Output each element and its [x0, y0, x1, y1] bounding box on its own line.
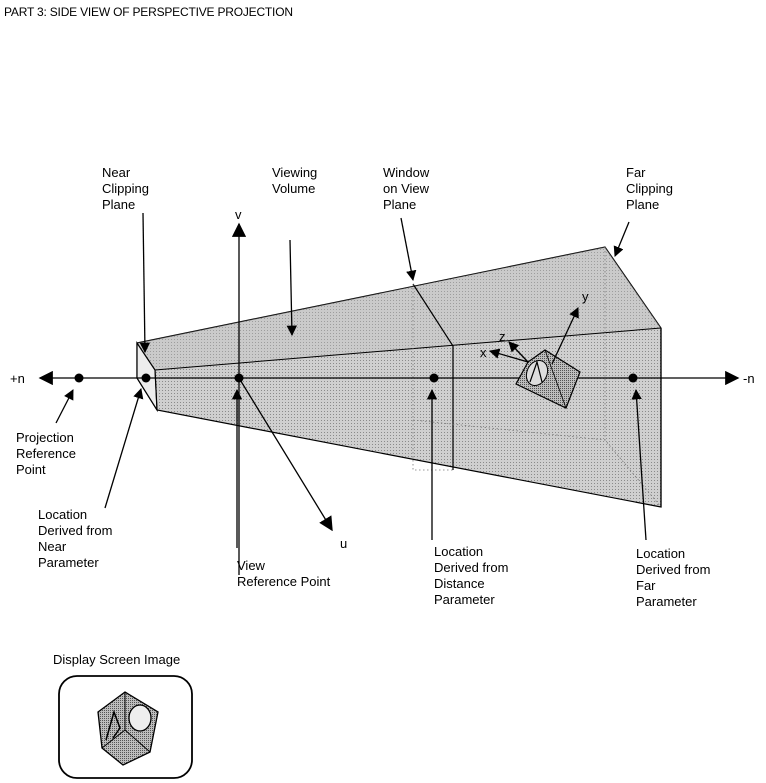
- cube-letter-a: [529, 359, 543, 383]
- screen-cube-letter: [105, 709, 121, 741]
- view-reference-point: [234, 373, 244, 383]
- viewing-volume: [136, 246, 662, 508]
- display-screen: Display Screen Image: [53, 652, 193, 779]
- location-near-label: Location Derived from Near Parameter: [38, 507, 116, 570]
- bottom-hidden-edge: [412, 419, 606, 441]
- u-axis-line: [238, 377, 333, 532]
- location-distance-label: Location Derived from Distance Parameter: [434, 544, 512, 607]
- u-axis: u: [238, 377, 347, 551]
- far-location-point: [628, 373, 638, 383]
- object-y-axis: [551, 307, 579, 365]
- object-y-label: y: [582, 289, 589, 304]
- near-location-point: [141, 373, 151, 383]
- projection-reference-point: [74, 373, 84, 383]
- label-pointers: [55, 212, 647, 548]
- minus-n-label: -n: [743, 371, 755, 386]
- viewing-volume-label: Viewing Volume: [272, 165, 321, 196]
- window-pointer: [400, 217, 417, 282]
- far-clipping-plane-label: Far Clipping Plane: [626, 165, 677, 212]
- window-on-view-plane: [412, 283, 454, 470]
- object-x-label: x: [480, 345, 487, 360]
- axis-points: [74, 373, 638, 383]
- distance-location-point: [429, 373, 439, 383]
- object-cube: y z x: [480, 289, 589, 409]
- near-location-pointer: [104, 388, 144, 509]
- frustum-top-face: [137, 247, 661, 370]
- screen-cube-circle: [128, 704, 152, 732]
- window-on-view-plane-label: Window on View Plane: [383, 165, 433, 212]
- v-axis: v: [231, 207, 247, 575]
- near-plane-pointer: [139, 212, 151, 354]
- display-cube-image: [97, 691, 159, 766]
- cube-face-symbol: [525, 359, 549, 387]
- plus-n-label: +n: [10, 371, 25, 386]
- page-title: PART 3: SIDE VIEW OF PERSPECTIVE PROJECT…: [4, 5, 293, 19]
- cube-edge: [544, 349, 567, 409]
- near-clipping-plane-label: Near Clipping Plane: [102, 165, 153, 212]
- location-far-label: Location Derived from Far Parameter: [636, 546, 714, 609]
- projection-reference-point-label: Projection Reference Point: [16, 430, 80, 477]
- viewing-volume-pointer: [286, 239, 298, 337]
- projection-point-pointer: [55, 389, 74, 424]
- display-caption: Display Screen Image: [53, 652, 180, 667]
- far-plane-pointer: [613, 221, 630, 257]
- view-reference-point-label: View Reference Point: [237, 558, 331, 589]
- u-axis-label: u: [340, 536, 347, 551]
- object-x-axis: [489, 348, 529, 363]
- object-z-axis: [508, 341, 529, 363]
- n-axis: +n -n: [10, 370, 755, 386]
- object-z-label: z: [499, 329, 506, 344]
- far-location-pointer: [631, 388, 647, 541]
- window-hidden-edge: [412, 284, 453, 471]
- v-axis-label: v: [235, 207, 242, 222]
